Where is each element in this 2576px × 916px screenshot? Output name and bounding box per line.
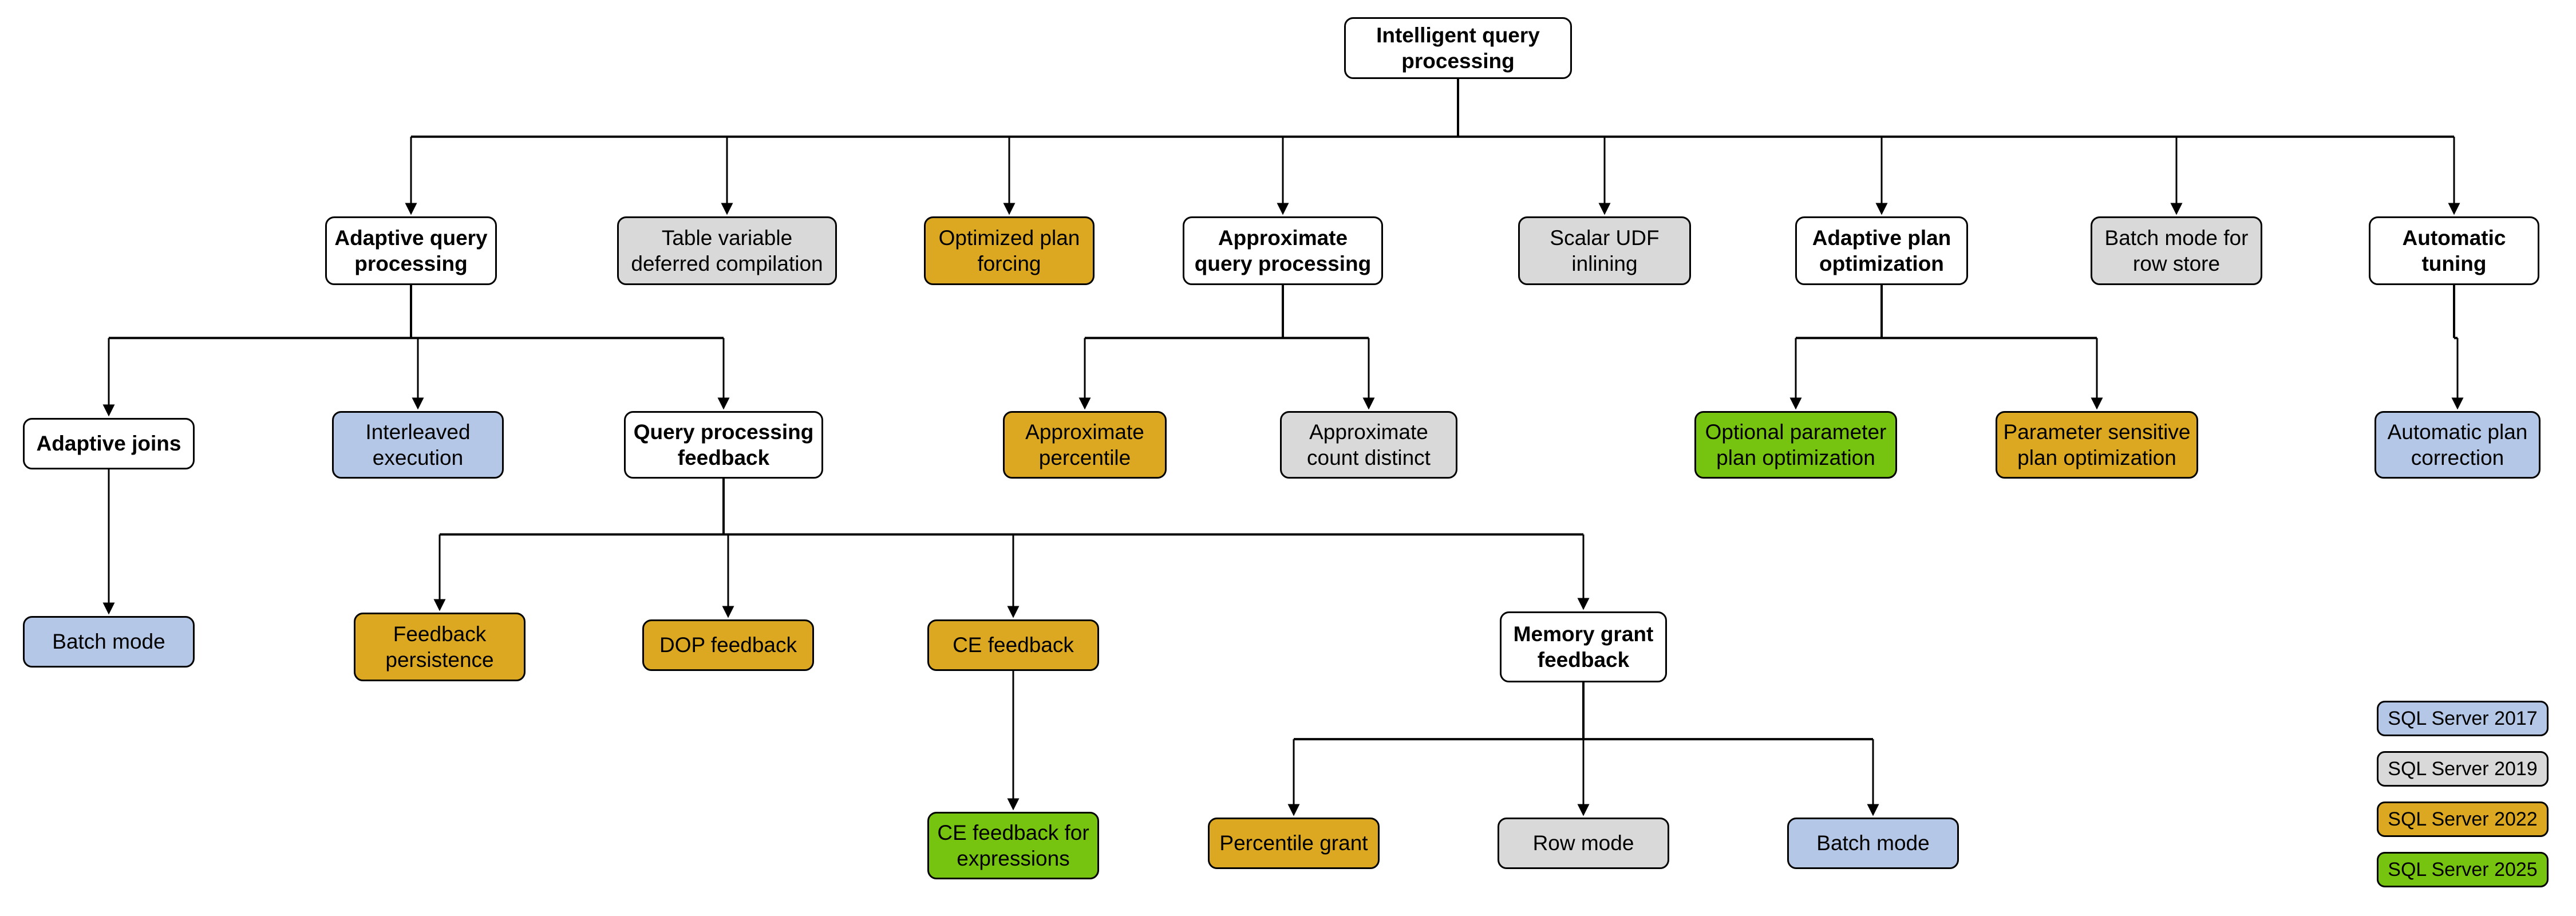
node-opf[interactable]: Optimized plan forcing	[924, 216, 1095, 285]
node-apc[interactable]: Automatic plan correction	[2374, 411, 2541, 479]
node-pspo[interactable]: Parameter sensitive plan optimization	[1996, 411, 2198, 479]
node-apo[interactable]: Adaptive plan optimization	[1795, 216, 1968, 285]
node-bmode1[interactable]: Batch mode	[23, 616, 195, 668]
node-udf[interactable]: Scalar UDF inlining	[1518, 216, 1691, 285]
node-acd[interactable]: Approximate count distinct	[1280, 411, 1457, 479]
node-dopfb[interactable]: DOP feedback	[642, 619, 814, 671]
legend-item-green: SQL Server 2025	[2377, 852, 2549, 887]
node-oppo[interactable]: Optional parameter plan optimization	[1694, 411, 1897, 479]
node-mgf[interactable]: Memory grant feedback	[1500, 611, 1667, 682]
node-fbpers[interactable]: Feedback persistence	[354, 613, 526, 681]
node-apct[interactable]: Approximate percentile	[1003, 411, 1167, 479]
legend-item-blue: SQL Server 2017	[2377, 701, 2549, 736]
node-ajoins[interactable]: Adaptive joins	[23, 418, 195, 469]
node-bmrs[interactable]: Batch mode for row store	[2091, 216, 2262, 285]
node-pgrant[interactable]: Percentile grant	[1208, 818, 1380, 869]
node-cefb[interactable]: CE feedback	[927, 619, 1099, 671]
node-aqp[interactable]: Adaptive query processing	[325, 216, 497, 285]
node-ilexec[interactable]: Interleaved execution	[332, 411, 504, 479]
node-tvdc[interactable]: Table variable deferred compilation	[617, 216, 837, 285]
node-cefbexpr[interactable]: CE feedback for expressions	[927, 812, 1099, 879]
node-qpf[interactable]: Query processing feedback	[624, 411, 823, 479]
node-autotune[interactable]: Automatic tuning	[2369, 216, 2539, 285]
legend-item-gray: SQL Server 2019	[2377, 751, 2549, 787]
legend-item-amber: SQL Server 2022	[2377, 802, 2549, 837]
node-root[interactable]: Intelligent query processing	[1344, 17, 1572, 79]
node-appqp[interactable]: Approximate query processing	[1183, 216, 1383, 285]
node-bmode2[interactable]: Batch mode	[1787, 818, 1959, 869]
node-rowmode[interactable]: Row mode	[1498, 818, 1669, 869]
